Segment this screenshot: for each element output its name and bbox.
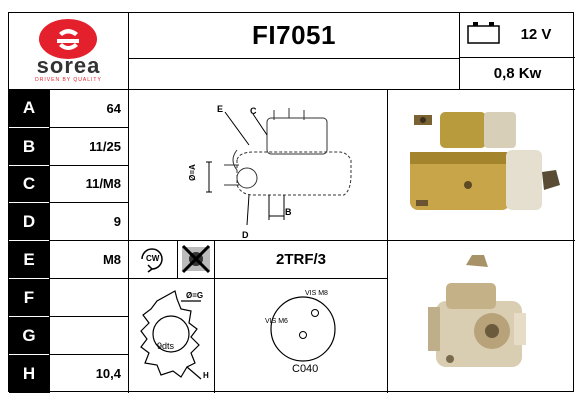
label-e: E — [217, 104, 224, 114]
pinion-gear-icon — [140, 290, 202, 380]
row-value-g — [49, 316, 129, 354]
row-label-d: D — [9, 202, 49, 240]
row-label-e: E — [9, 240, 49, 278]
row-value-b: 11/25 — [89, 138, 121, 154]
starter-photo-side — [388, 90, 575, 240]
label-vis-m6: VIS M6 — [265, 318, 288, 325]
row-value-c: 11/M8 — [85, 176, 121, 191]
brand-name: sorea — [36, 53, 101, 78]
brand-tagline: DRIVEN BY QUALITY — [35, 77, 102, 83]
row-label-b: B — [9, 127, 49, 165]
starter-motor-side-icon — [410, 112, 560, 210]
row-label-f: F — [9, 278, 49, 316]
terminal-diagram: VIS M8 VIS M6 C040 — [215, 279, 387, 393]
terminal-layout-icon — [270, 296, 336, 362]
row-label-g: G — [9, 316, 49, 354]
row-label-a: A — [9, 89, 49, 127]
terminal-code: C040 — [292, 363, 319, 375]
starter-motor-front-icon — [428, 255, 526, 367]
label-b: B — [285, 207, 292, 217]
gear-diagram: Ø=G 9dts H — [129, 279, 214, 393]
sorea-logo-icon — [39, 19, 97, 59]
label-vis-m8: VIS M8 — [305, 290, 328, 297]
gear-teeth-count: 9dts — [157, 341, 175, 351]
row-value-h: 10,4 — [95, 366, 121, 381]
dimension-diagram: E C Ø=A B D — [129, 90, 387, 240]
label-phi-g: Ø=G — [186, 291, 204, 300]
row-value-d: 9 — [113, 213, 121, 229]
no-pinion-icon — [180, 243, 212, 275]
voltage-value: 12 V — [520, 25, 552, 43]
label-h: H — [203, 371, 209, 380]
row-value-e: M8 — [102, 251, 121, 267]
battery-icon — [467, 21, 501, 45]
power-value: 0,8 Kw — [493, 64, 542, 82]
model-code: 2TRF/3 — [275, 250, 326, 268]
label-d: D — [242, 230, 249, 240]
label-c: C — [250, 106, 257, 116]
starter-photo-front — [388, 241, 575, 393]
row-value-a: 64 — [106, 100, 121, 116]
part-number: FI7051 — [252, 20, 336, 50]
starter-line-drawing-icon — [206, 108, 352, 226]
rotation-cw-icon: CW — [136, 245, 168, 273]
label-phi-a: Ø=A — [187, 164, 197, 181]
spec-sheet: sorea DRIVEN BY QUALITY FI7051 12 V 0,8 … — [8, 12, 575, 393]
brand-logo: sorea DRIVEN BY QUALITY — [9, 13, 128, 89]
row-value-f — [49, 278, 129, 316]
rotation-label: CW — [146, 254, 160, 263]
row-label-h: H — [9, 354, 49, 393]
row-label-c: C — [9, 165, 49, 202]
